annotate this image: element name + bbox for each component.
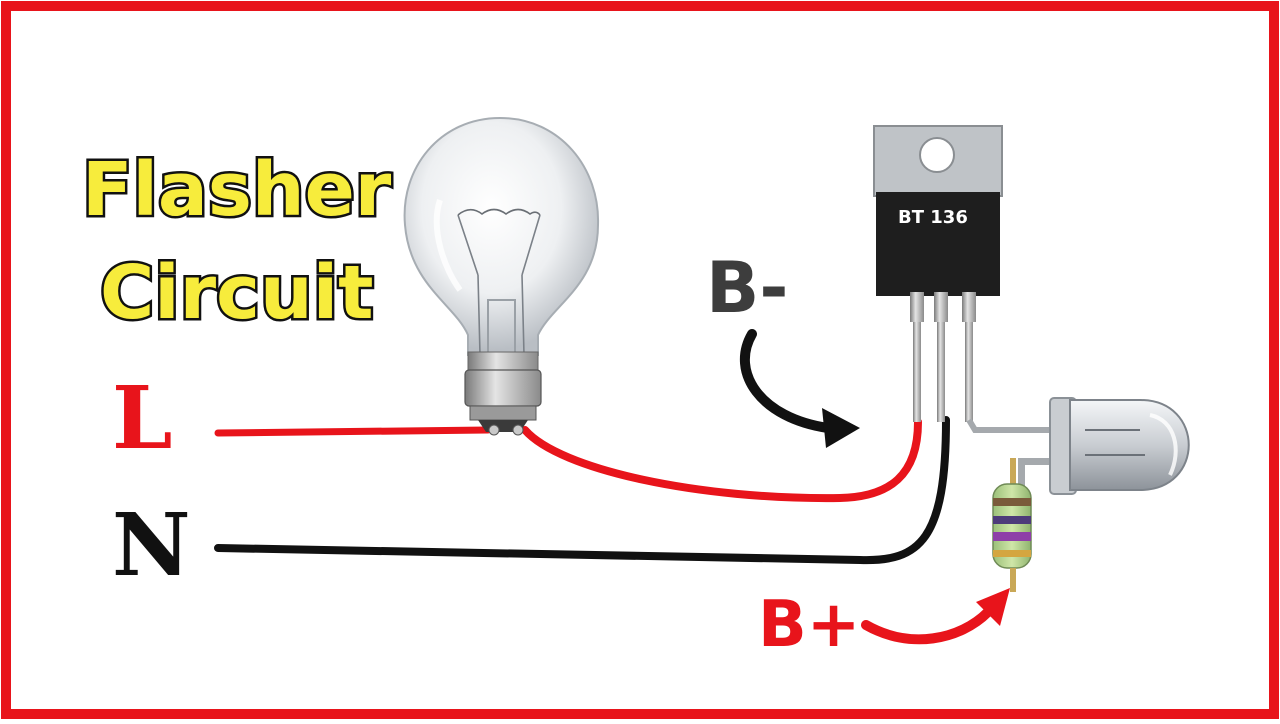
- title-line-1: Flasher: [82, 147, 392, 233]
- b-plus-label: B+: [758, 588, 860, 662]
- live-wire-to-triac: [521, 418, 922, 503]
- wires: [214, 416, 950, 565]
- neutral-label: N: [112, 495, 191, 596]
- b-minus-label: B-: [706, 247, 788, 329]
- triac-part-number: BT 136: [898, 207, 968, 228]
- light-bulb-icon: [403, 116, 600, 436]
- live-wire-to-bulb: [214, 426, 492, 437]
- curved-arrow-icon: [739, 329, 860, 448]
- triac-icon: BT 136: [873, 125, 1060, 433]
- neutral-wire-to-triac: [214, 416, 950, 565]
- diagram-title: Flasher Circuit: [80, 145, 395, 339]
- title-line-2: Circuit: [100, 250, 373, 336]
- live-label: L: [112, 368, 172, 469]
- led-icon: [1018, 397, 1190, 498]
- curved-arrow-icon: [861, 588, 1010, 645]
- resistor-icon: [992, 458, 1032, 592]
